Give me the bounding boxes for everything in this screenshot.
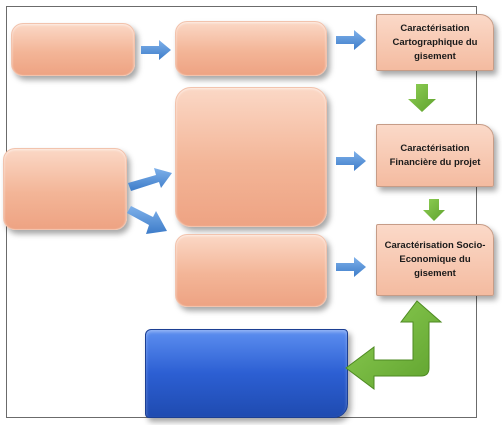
arrow-down-icon	[423, 199, 445, 221]
socio-line-2: Economique du	[399, 254, 471, 265]
socio-economic-characterisation-box: Caractérisation Socio- Economique du gis…	[376, 224, 494, 296]
arrow-down-icon	[408, 84, 436, 112]
box-top-left	[11, 23, 135, 76]
arrow-down-right-icon	[127, 206, 167, 234]
arrow-up-right-icon	[128, 168, 172, 191]
box-top-middle	[175, 21, 327, 76]
box-mid-left	[3, 148, 127, 230]
cartographic-line-2: Cartographique du	[392, 36, 478, 48]
arrow-right-icon	[336, 30, 366, 50]
financial-line-1: Caractérisation	[400, 142, 470, 154]
socio-line-3: gisement	[414, 268, 456, 279]
blue-box	[145, 329, 348, 418]
bent-arrow-left-icon	[345, 300, 443, 390]
arrow-right-icon	[141, 40, 171, 60]
socio-line-1: Caractérisation Socio-	[384, 240, 486, 251]
arrow-right-icon	[336, 257, 366, 277]
cartographic-line-3: gisement	[414, 50, 456, 62]
financial-line-2: Financière du projet	[389, 156, 481, 168]
financial-characterisation-box: Caractérisation Financière du projet	[376, 124, 494, 187]
cartographic-line-1: Caractérisation	[400, 22, 470, 34]
box-center-large	[175, 87, 327, 227]
arrow-right-icon	[336, 151, 366, 171]
cartographic-characterisation-box: Caractérisation Cartographique du giseme…	[376, 14, 494, 71]
box-lower-middle	[175, 234, 327, 307]
